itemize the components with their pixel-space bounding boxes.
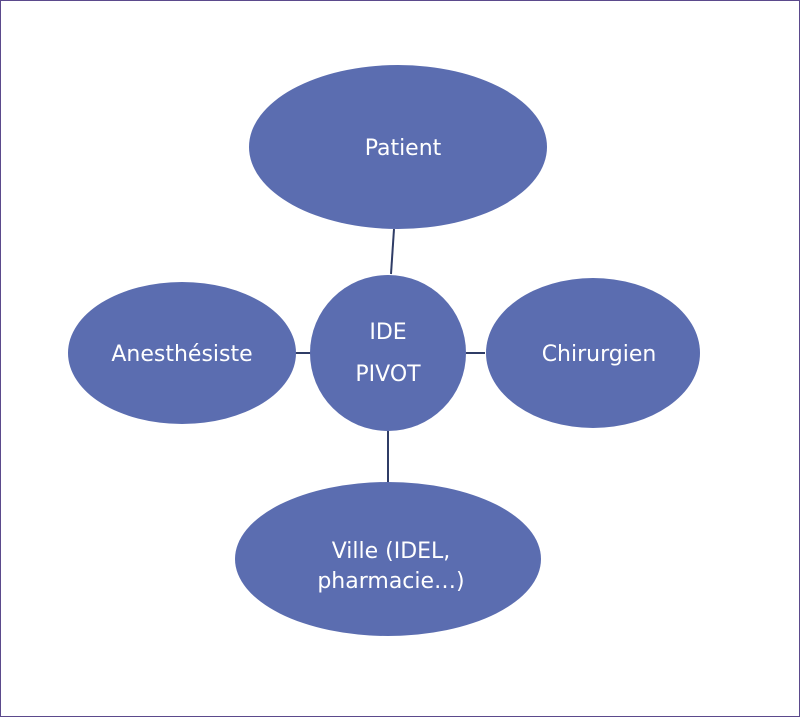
node-anesthesiste-label: Anesthésiste	[111, 342, 252, 367]
node-ide-pivot: IDE PIVOT	[310, 275, 466, 431]
node-ville-label-line2: pharmacie…)	[317, 569, 464, 594]
node-chirurgien-label: Chirurgien	[542, 342, 657, 367]
node-patient-label: Patient	[365, 136, 442, 161]
node-patient: Patient	[249, 65, 547, 229]
node-anesthesiste: Anesthésiste	[68, 282, 296, 424]
node-ville-label-line1: Ville (IDEL,	[332, 539, 451, 564]
node-ide-pivot-line2: PIVOT	[355, 362, 421, 387]
node-ville: Ville (IDEL, pharmacie…)	[235, 482, 541, 636]
connector-patient	[390, 228, 395, 275]
node-chirurgien: Chirurgien	[486, 278, 700, 428]
node-ide-pivot-line1: IDE	[369, 320, 406, 345]
